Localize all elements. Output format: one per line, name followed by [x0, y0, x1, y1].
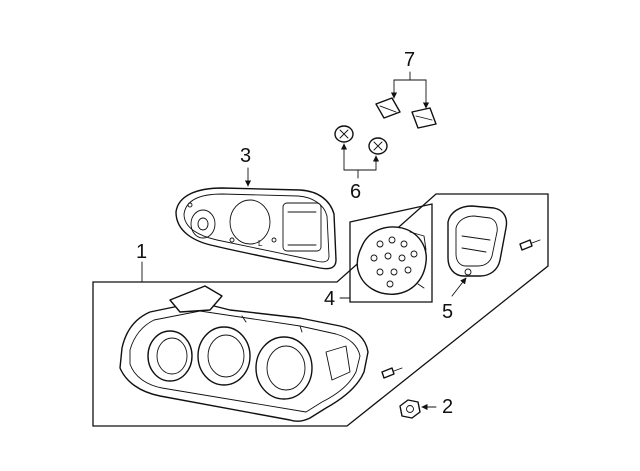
callout-6: 6 — [350, 181, 361, 203]
leader-6 — [343, 169, 377, 179]
screw-housing — [381, 367, 403, 379]
screw-right — [519, 239, 541, 251]
assembly-frame — [92, 193, 549, 427]
lens-ring-center — [197, 326, 251, 386]
socket-frame — [349, 203, 433, 303]
svg-text:L: L — [258, 239, 263, 248]
gasket-part-3: L — [175, 187, 337, 270]
callout-1: 1 — [136, 241, 147, 263]
lamp-housing-part-1 — [119, 285, 369, 423]
lens-ring-right — [255, 336, 313, 400]
callout-3: 3 — [240, 145, 251, 167]
callout-4: 4 — [324, 288, 335, 310]
bulb-right-part-6 — [368, 137, 388, 155]
socket-part-4 — [356, 226, 427, 295]
cover-part-5 — [447, 205, 508, 277]
callout-7: 7 — [404, 49, 415, 71]
bulb-left-part-6 — [334, 125, 354, 143]
nut-part-2 — [399, 399, 421, 419]
arrow-5 — [451, 277, 467, 297]
callout-2: 2 — [442, 396, 453, 418]
callout-5: 5 — [442, 301, 453, 323]
lens-ring-left — [147, 330, 193, 382]
socket-left-part-7 — [375, 97, 401, 119]
socket-right-part-7 — [411, 107, 437, 129]
leader-7 — [393, 71, 427, 81]
